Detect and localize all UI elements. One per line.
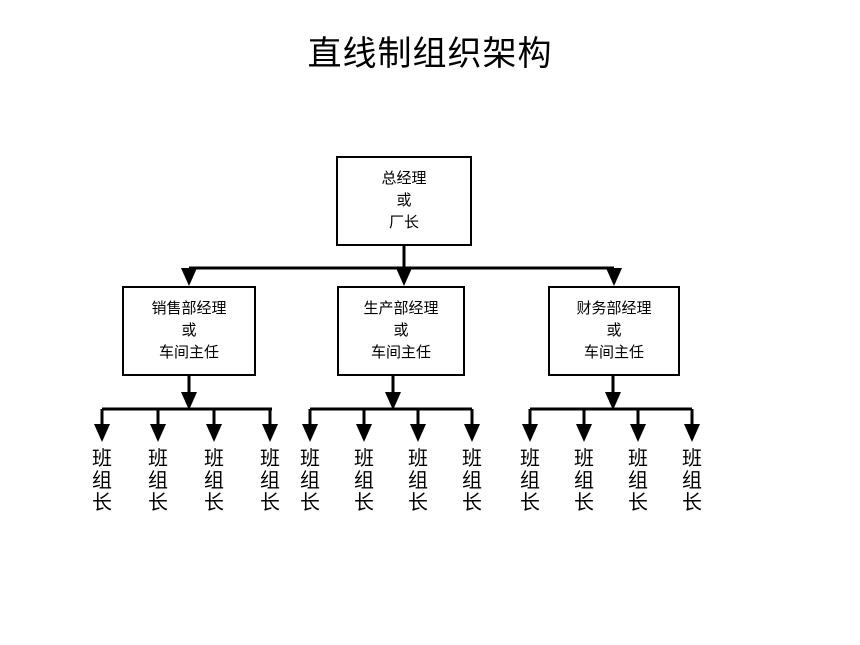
leaf-char: 组 <box>462 468 482 492</box>
arrowhead-dept-2 <box>606 268 622 286</box>
leaf-char: 组 <box>408 468 428 492</box>
node-team-leader[interactable]: 班 组 长 <box>201 447 227 513</box>
node-line: 总经理 <box>381 169 427 188</box>
node-line: 或 <box>393 321 409 340</box>
node-production-manager[interactable]: 生产部经理 或 车间主任 <box>337 286 465 376</box>
leaf-char: 长 <box>148 490 168 514</box>
leaf-char: 班 <box>148 446 168 470</box>
leaf-char: 组 <box>260 468 280 492</box>
leaf-char: 组 <box>92 468 112 492</box>
leaf-char: 长 <box>520 490 540 514</box>
leaf-char: 组 <box>354 468 374 492</box>
leaf-char: 长 <box>628 490 648 514</box>
leaf-char: 班 <box>574 446 594 470</box>
leaf-char: 组 <box>628 468 648 492</box>
leaf-char: 长 <box>408 490 428 514</box>
leaf-char: 组 <box>682 468 702 492</box>
node-line: 车间主任 <box>370 342 431 361</box>
node-general-manager[interactable]: 总经理 或 厂长 <box>336 156 472 246</box>
leaf-char: 长 <box>354 490 374 514</box>
arrowhead-leaf-6 <box>410 424 426 442</box>
node-team-leader[interactable]: 班 组 长 <box>257 447 283 513</box>
node-team-leader[interactable]: 班 组 长 <box>679 447 705 513</box>
node-line: 销售部经理 <box>151 299 227 318</box>
leaf-char: 组 <box>148 468 168 492</box>
arrowhead-leaf-11 <box>684 424 700 442</box>
arrowhead-leaf-0 <box>94 424 110 442</box>
node-line: 或 <box>396 191 412 210</box>
arrowhead-leaf-1 <box>150 424 166 442</box>
leaf-char: 班 <box>462 446 482 470</box>
arrowhead-leaf-4 <box>302 424 318 442</box>
arrowhead-leaf-10 <box>630 424 646 442</box>
node-line: 车间主任 <box>158 342 219 361</box>
node-team-leader[interactable]: 班 组 长 <box>517 447 543 513</box>
arrowhead-dept-0-stem <box>181 392 197 410</box>
leaf-char: 长 <box>300 490 320 514</box>
arrowhead-dept-2-stem <box>605 392 621 410</box>
arrowhead-dept-1-stem <box>385 392 401 410</box>
node-line: 车间主任 <box>583 342 644 361</box>
node-team-leader[interactable]: 班 组 长 <box>405 447 431 513</box>
leaf-char: 组 <box>520 468 540 492</box>
node-finance-manager[interactable]: 财务部经理 或 车间主任 <box>548 286 680 376</box>
node-line: 财务部经理 <box>576 299 652 318</box>
node-team-leader[interactable]: 班 组 长 <box>625 447 651 513</box>
leaf-char: 长 <box>574 490 594 514</box>
arrowhead-dept-1 <box>396 268 412 286</box>
leaf-char: 班 <box>92 446 112 470</box>
node-team-leader[interactable]: 班 组 长 <box>351 447 377 513</box>
page-title: 直线制组织架构 <box>307 34 553 74</box>
leaf-char: 班 <box>204 446 224 470</box>
leaf-char: 长 <box>260 490 280 514</box>
node-team-leader[interactable]: 班 组 长 <box>297 447 323 513</box>
leaf-char: 组 <box>300 468 320 492</box>
arrowhead-leaf-2 <box>206 424 222 442</box>
node-sales-manager[interactable]: 销售部经理 或 车间主任 <box>122 286 256 376</box>
leaf-char: 班 <box>260 446 280 470</box>
leaf-char: 组 <box>204 468 224 492</box>
node-line: 厂长 <box>388 212 419 231</box>
arrowhead-leaf-9 <box>576 424 592 442</box>
leaf-char: 班 <box>408 446 428 470</box>
node-line: 或 <box>181 321 197 340</box>
leaf-char: 班 <box>520 446 540 470</box>
leaf-char: 班 <box>354 446 374 470</box>
arrowhead-leaf-8 <box>522 424 538 442</box>
leaf-char: 班 <box>628 446 648 470</box>
arrowhead-dept-0 <box>181 268 197 286</box>
arrowhead-leaf-5 <box>356 424 372 442</box>
leaf-char: 长 <box>682 490 702 514</box>
arrowhead-leaf-7 <box>464 424 480 442</box>
leaf-char: 组 <box>574 468 594 492</box>
leaf-char: 长 <box>204 490 224 514</box>
leaf-char: 长 <box>92 490 112 514</box>
arrowhead-leaf-3 <box>262 424 278 442</box>
leaf-char: 班 <box>682 446 702 470</box>
leaf-char: 班 <box>300 446 320 470</box>
node-team-leader[interactable]: 班 组 长 <box>145 447 171 513</box>
node-team-leader[interactable]: 班 组 长 <box>571 447 597 513</box>
node-line: 或 <box>606 321 622 340</box>
node-team-leader[interactable]: 班 组 长 <box>89 447 115 513</box>
leaf-char: 长 <box>462 490 482 514</box>
node-line: 生产部经理 <box>363 299 439 318</box>
node-team-leader[interactable]: 班 组 长 <box>459 447 485 513</box>
